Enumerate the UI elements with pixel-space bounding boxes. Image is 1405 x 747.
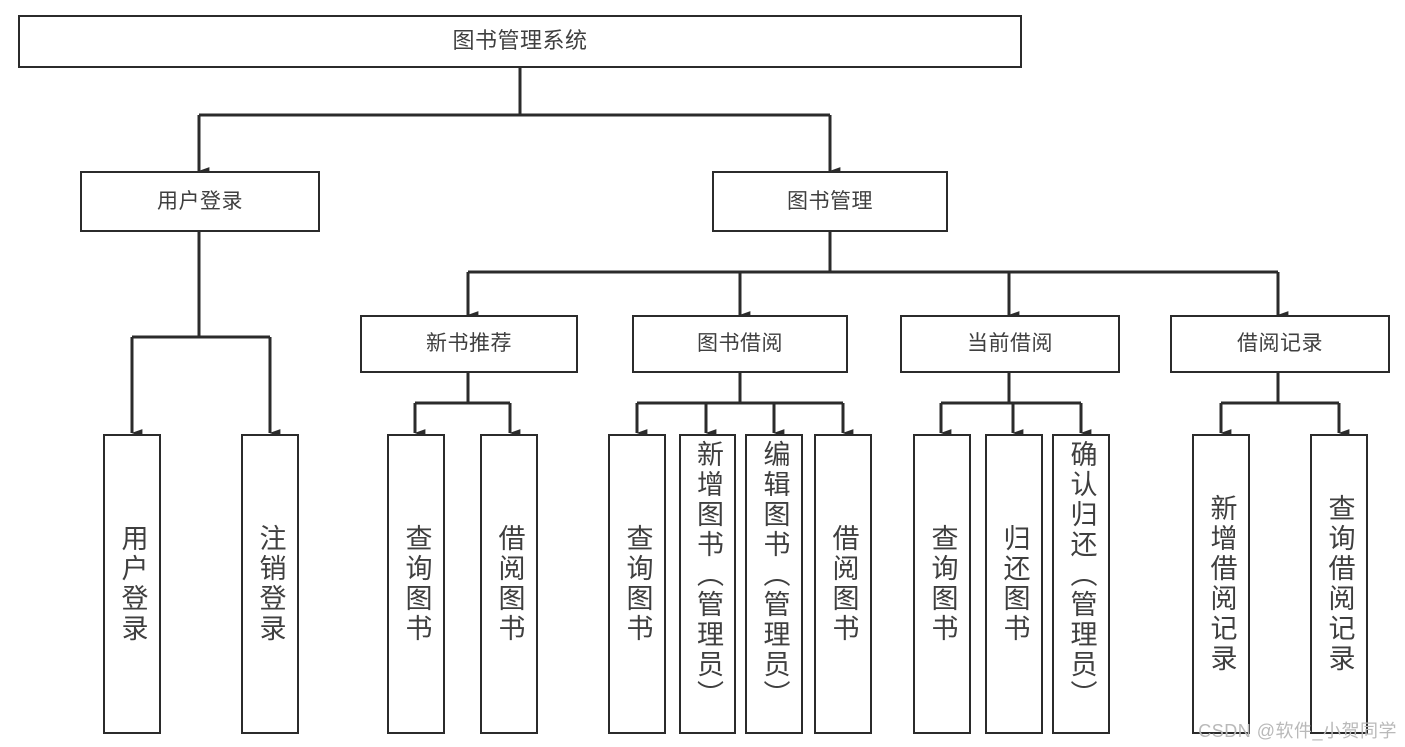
node-label: 借阅图书: [494, 524, 525, 644]
leaf-user-login-signin[interactable]: 用户登录: [103, 434, 161, 734]
node-book-management[interactable]: 图书管理: [712, 171, 948, 232]
node-label: 新增图书（管理员）: [693, 440, 723, 710]
node-book-borrow[interactable]: 图书借阅: [632, 315, 848, 373]
leaf-book-borrow-edit[interactable]: 编辑图书（管理员）: [745, 434, 803, 734]
node-label: 借阅图书: [828, 524, 859, 644]
node-borrow-record[interactable]: 借阅记录: [1170, 315, 1390, 373]
leaf-current-borrow-query[interactable]: 查询图书: [913, 434, 971, 734]
node-label: 图书借阅: [697, 332, 783, 356]
node-label: 确认归还（管理员）: [1066, 440, 1097, 710]
node-label: 当前借阅: [967, 332, 1053, 356]
node-label: 借阅记录: [1237, 332, 1323, 356]
leaf-new-book-query[interactable]: 查询图书: [387, 434, 445, 734]
leaf-new-book-borrow[interactable]: 借阅图书: [480, 434, 538, 734]
node-current-borrow[interactable]: 当前借阅: [900, 315, 1120, 373]
node-root-system[interactable]: 图书管理系统: [18, 15, 1022, 68]
node-label: 查询借阅记录: [1324, 494, 1355, 674]
node-new-book-recommend[interactable]: 新书推荐: [360, 315, 578, 373]
node-user-login[interactable]: 用户登录: [80, 171, 320, 232]
node-label: 新书推荐: [426, 332, 512, 356]
leaf-book-borrow-add[interactable]: 新增图书（管理员）: [679, 434, 736, 734]
leaf-book-borrow-query[interactable]: 查询图书: [608, 434, 666, 734]
watermark: CSDN @软件_小贺同学: [1198, 721, 1397, 741]
node-label: 图书管理系统: [452, 28, 588, 54]
leaf-current-borrow-confirm[interactable]: 确认归还（管理员）: [1052, 434, 1110, 734]
node-label: 查询图书: [401, 524, 432, 644]
node-label: 新增借阅记录: [1206, 494, 1237, 674]
leaf-borrow-record-query[interactable]: 查询借阅记录: [1310, 434, 1368, 734]
node-label: 编辑图书（管理员）: [759, 440, 790, 710]
node-label: 归还图书: [999, 524, 1030, 644]
node-label: 用户登录: [117, 524, 148, 644]
node-label: 注销登录: [255, 524, 286, 644]
node-label: 用户登录: [157, 189, 243, 213]
leaf-current-borrow-return[interactable]: 归还图书: [985, 434, 1043, 734]
node-label: 查询图书: [622, 524, 653, 644]
node-label: 查询图书: [927, 524, 958, 644]
node-label: 图书管理: [787, 189, 873, 213]
leaf-user-login-signout[interactable]: 注销登录: [241, 434, 299, 734]
leaf-book-borrow-borrow[interactable]: 借阅图书: [814, 434, 872, 734]
leaf-borrow-record-add[interactable]: 新增借阅记录: [1192, 434, 1250, 734]
